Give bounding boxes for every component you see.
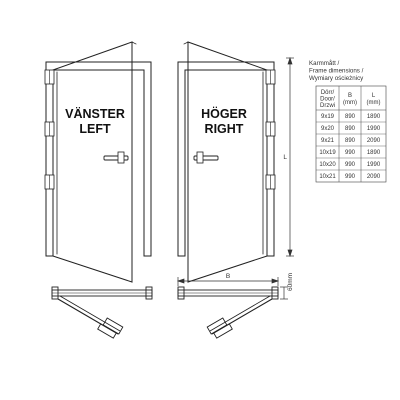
left-door-label-line2: LEFT [79, 122, 111, 136]
table-header: Drzwi [320, 103, 335, 109]
table-caption-line1: Karmmått / [309, 60, 340, 67]
table-caption-line2: Frame dimensions / [309, 68, 364, 75]
right-door-frame [177, 61, 275, 257]
right-door-label-line1: HÖGER [201, 106, 247, 121]
table-header: Dörr/ [321, 90, 335, 96]
table-cell: 1990 [367, 162, 381, 168]
door-handle-base-icon [117, 151, 125, 164]
table-cell: 890 [345, 114, 356, 120]
left-door-label-line1: VÄNSTER [65, 106, 125, 121]
table-cell: 10x21 [319, 174, 336, 180]
table-caption-line3: Wymiary ościeżnicy [309, 75, 364, 82]
width-dimension-label: B [226, 273, 230, 280]
depth-dimension [280, 286, 288, 300]
height-dimension-label: L [283, 154, 287, 161]
table-header: B [348, 93, 352, 99]
height-dimension [286, 56, 294, 258]
table-cell: 9x19 [321, 114, 335, 120]
table-header: Door/ [320, 97, 335, 103]
table-cell: 1990 [367, 126, 381, 132]
depth-dimension-label: 60mm [287, 273, 294, 291]
table-cell: 2090 [367, 174, 381, 180]
table-cell: 990 [345, 174, 356, 180]
right-door-elevation [177, 41, 275, 283]
door-handle-base-icon [196, 151, 204, 164]
table-cell: 10x19 [319, 150, 336, 156]
table-cell: 890 [345, 126, 356, 132]
door-handle-icon [103, 155, 129, 161]
width-dimension [176, 277, 280, 286]
table-cell: 9x20 [321, 126, 335, 132]
left-door-glass-leaf [52, 41, 133, 283]
left-door-frame [45, 61, 152, 257]
table-header: (mm) [343, 100, 357, 106]
right-door-glass-leaf [187, 41, 268, 283]
left-door-elevation [45, 41, 152, 283]
frame-dimension-table: Dörr/ Door/ Drzwi B (mm) L (mm) 9x19 890… [315, 85, 387, 183]
table-cell: 990 [345, 162, 356, 168]
right-door-plan-view [177, 286, 279, 339]
table-header: (mm) [367, 100, 381, 106]
table-header: L [372, 93, 376, 99]
table-cell: 9x21 [321, 138, 335, 144]
table-cell: 2090 [367, 138, 381, 144]
right-door-label-line2: RIGHT [205, 122, 244, 136]
left-door-leaf-thickness [131, 41, 137, 45]
left-door-plan-view [51, 286, 153, 339]
table-cell: 10x20 [319, 162, 336, 168]
right-door-leaf-thickness [183, 41, 189, 45]
table-cell: 1890 [367, 114, 381, 120]
table-cell: 890 [345, 138, 356, 144]
table-cell: 1890 [367, 150, 381, 156]
table-cell: 990 [345, 150, 356, 156]
